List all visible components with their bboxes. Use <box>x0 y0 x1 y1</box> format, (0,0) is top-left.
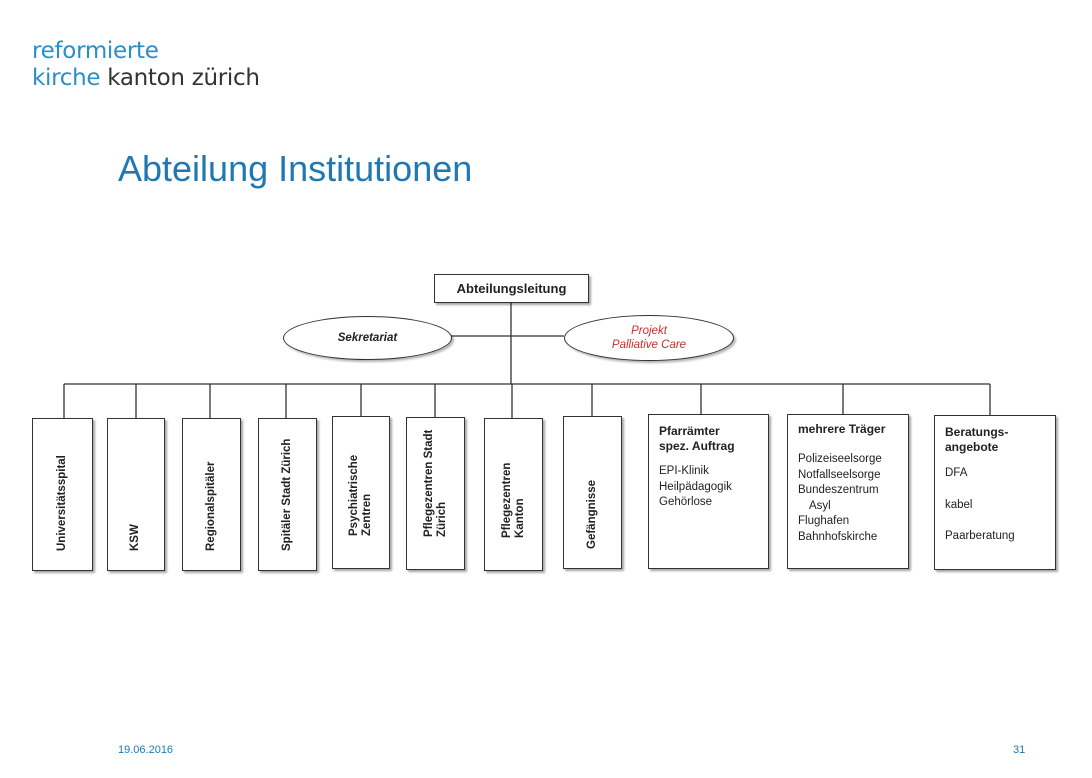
staff-ellipse-sekretariat: Sekretariat <box>283 316 452 360</box>
unit-title-line-2: angebote <box>945 440 999 454</box>
unit-box-pflegezentren-stadt-zuerich: Pflegezentren Stadt Zürich <box>406 417 465 570</box>
unit-item: Heilpädagogik <box>659 480 732 493</box>
unit-box-psychiatrische-zentren: Psychiatrische Zentren <box>332 416 390 569</box>
logo-word-kirche: kirche <box>32 65 101 91</box>
unit-title-line-1: Beratungs- <box>945 425 1009 439</box>
unit-label: Gefängnisse <box>585 479 598 549</box>
unit-label-line-2: Zürich <box>435 501 448 537</box>
head-box: Abteilungsleitung <box>434 274 589 303</box>
staff-ellipse-projekt: Projekt Palliative Care <box>564 315 734 361</box>
unit-title-line-2: spez. Auftrag <box>659 439 735 453</box>
logo-word-kanton: kanton zürich <box>100 65 260 91</box>
unit-label: KSW <box>129 524 141 551</box>
unit-label: Universitätsspital <box>55 455 68 551</box>
unit-item: Gehörlose <box>659 496 713 508</box>
unit-box-beratungsangebote: Beratungs- angebote DFA kabel Paarberatu… <box>934 415 1056 570</box>
unit-box-pflegezentren-kanton: Pflegezentren Kanton <box>484 418 543 571</box>
unit-box-universitaetsspital: Universitätsspital <box>32 418 93 571</box>
unit-box-regionalspitaeler: Regionalspitäler <box>182 418 241 571</box>
unit-box-mehrere-traeger: mehrere Träger Polizeiseelsorge Notfalls… <box>787 414 909 569</box>
unit-item: EPI-Klinik <box>659 465 709 477</box>
unit-title-line-1: Pfarrämter <box>659 424 720 438</box>
unit-label: Spitäler Stadt Zürich <box>280 438 293 551</box>
footer-page-number: 31 <box>1013 744 1026 756</box>
unit-title: mehrere Träger <box>798 422 886 436</box>
unit-box-gefaengnisse: Gefängnisse <box>563 416 622 569</box>
unit-item: Bahnhofskirche <box>798 530 878 543</box>
unit-item: Notfallseelsorge <box>798 468 881 481</box>
logo: reformierte kirche kanton zürich <box>32 38 260 92</box>
unit-label-line-1: Psychiatrische <box>348 454 360 536</box>
unit-item: DFA <box>945 467 968 479</box>
unit-label-line-1: Pflegezentren Stadt <box>422 429 435 537</box>
unit-item: Asyl <box>809 499 831 512</box>
unit-box-spitaeler-stadt-zuerich: Spitäler Stadt Zürich <box>258 418 317 571</box>
unit-item: kabel <box>945 498 973 511</box>
logo-line-1: reformierte <box>32 38 159 64</box>
unit-item: Paarberatung <box>945 530 1015 542</box>
staff-label-sekretariat: Sekretariat <box>337 332 398 344</box>
footer-date: 19.06.2016 <box>118 744 174 756</box>
unit-label-line-2: Kanton <box>513 498 526 538</box>
staff-label-projekt-line-1: Projekt <box>631 325 667 337</box>
head-label: Abteilungsleitung <box>456 281 567 296</box>
unit-label-line-1: Pflegezentren <box>500 462 513 538</box>
unit-box-pfarraemter: Pfarrämter spez. Auftrag EPI-Klinik Heil… <box>648 414 769 569</box>
unit-item: Bundeszentrum <box>798 484 879 496</box>
unit-label: Regionalspitäler <box>204 461 217 551</box>
slide-title: Abteilung Institutionen <box>118 148 473 189</box>
staff-label-projekt-line-2: Palliative Care <box>611 339 687 351</box>
unit-item: Polizeiseelsorge <box>798 453 882 465</box>
unit-item: Flughafen <box>798 515 850 527</box>
unit-box-ksw: KSW <box>107 418 165 571</box>
unit-label-line-2: Zentren <box>361 493 373 536</box>
